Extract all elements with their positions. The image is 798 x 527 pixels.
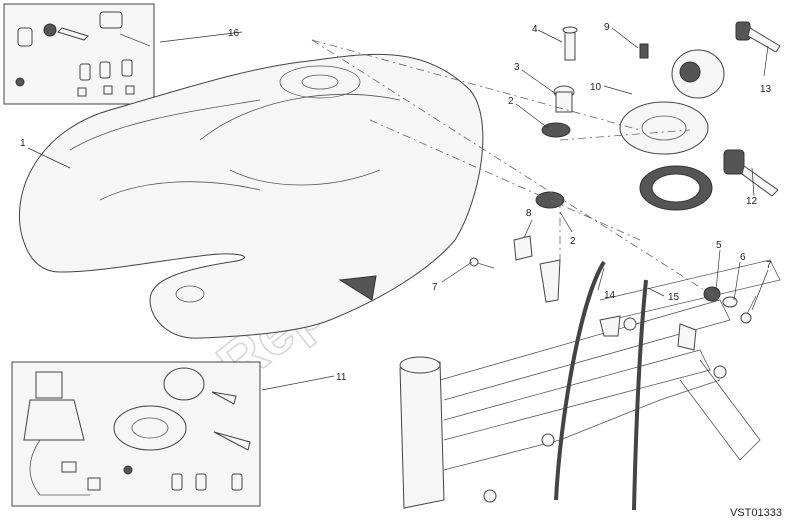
callout-1: 1 [20, 138, 26, 149]
callout-16: 16 [228, 28, 240, 39]
leader-lines [27, 27, 769, 391]
key-13-icon [735, 21, 781, 53]
callout-8: 8 [526, 208, 532, 219]
callout-2a: 2 [508, 96, 514, 107]
callout-13: 13 [760, 84, 772, 95]
drawing-code: VST01333 [730, 507, 782, 519]
inset-box-11 [11, 361, 261, 507]
callout-14: 14 [604, 290, 616, 301]
callout-9: 9 [604, 22, 610, 33]
callout-11: 11 [336, 372, 347, 383]
hose-15 [632, 279, 648, 511]
callout-5: 5 [716, 240, 722, 251]
fuel-cap [619, 49, 725, 211]
inset-box-16 [3, 3, 155, 105]
callout-15: 15 [668, 292, 680, 303]
callout-10: 10 [590, 82, 602, 93]
callout-7a: 7 [432, 282, 438, 293]
callout-2b: 2 [570, 236, 576, 247]
callout-4: 4 [532, 24, 538, 35]
fuel-tank [18, 53, 484, 339]
small-parts [469, 26, 757, 324]
key-12-icon [723, 149, 779, 197]
assembly-lines [311, 39, 721, 301]
frame [399, 259, 781, 509]
callout-12: 12 [746, 196, 758, 207]
callout-3: 3 [514, 62, 520, 73]
callout-6: 6 [740, 252, 746, 263]
hose-14 [554, 260, 606, 501]
callout-7b: 7 [766, 260, 772, 271]
